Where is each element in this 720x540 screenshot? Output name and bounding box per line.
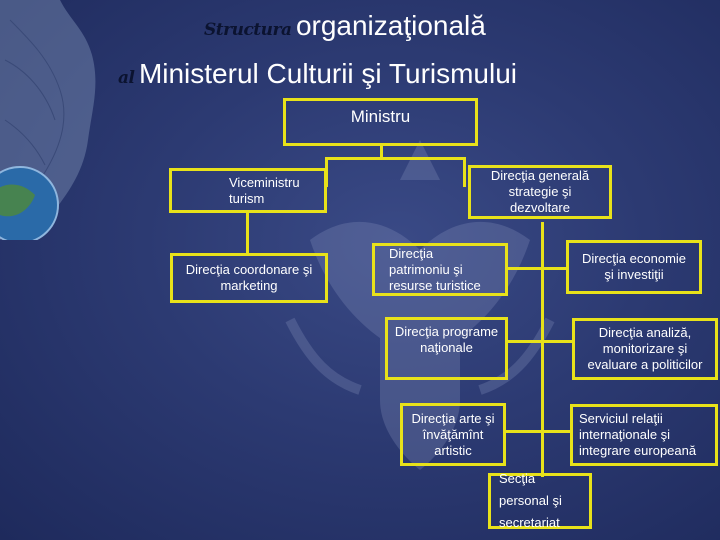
- box-patrimoniu-label: Direcţia patrimoniu şi resurse turistice: [389, 245, 481, 293]
- connector-to-analiza: [542, 340, 574, 343]
- box-economie: Direcţia economie şi investiţii: [566, 240, 702, 294]
- title-line-2: al Ministerul Culturii şi Turismului: [118, 58, 517, 90]
- box-analiza: Direcţia analiză, monitorizare şi evalua…: [572, 318, 718, 380]
- box-relatii: Serviciul relaţii internaţionale şi inte…: [570, 404, 718, 466]
- box-patrimoniu: Direcţia patrimoniu şi resurse turistice: [372, 243, 508, 296]
- page-title: organizaţională: [295, 10, 486, 41]
- title-line-1: Structura organizaţională: [204, 10, 486, 42]
- box-analiza-label: Direcţia analiză, monitorizare şi evalua…: [587, 325, 703, 372]
- box-coordonare-label: Direcţia coordonare şi marketing: [185, 262, 313, 293]
- box-ministru-label: Ministru: [350, 107, 411, 126]
- connector-to-directia-generala: [463, 157, 466, 187]
- map-decoration: [0, 0, 96, 240]
- box-directia-generala-label: Direcţia generală strategie şi dezvoltar…: [490, 168, 590, 215]
- box-programe: Direcţia programe naţionale: [385, 317, 508, 380]
- connector-ministru-vertical: [380, 144, 383, 159]
- connector-viceministru-down: [246, 212, 249, 255]
- connector-to-economie: [542, 267, 568, 270]
- page-subtitle: Ministerul Culturii şi Turismului: [138, 58, 518, 89]
- box-relatii-label: Serviciul relaţii internaţionale şi inte…: [579, 411, 697, 458]
- title-conjunction: al: [118, 68, 135, 88]
- connector-to-patrimoniu: [506, 267, 542, 270]
- box-personal: Secţia personal şi secretariat: [488, 471, 592, 530]
- box-ministru: Ministru: [283, 98, 478, 146]
- box-arte: Direcţia arte şi învăţămînt artistic: [400, 403, 506, 466]
- box-viceministru: Viceministru turism: [169, 168, 327, 213]
- connector-to-programe: [506, 340, 542, 343]
- connector-to-arte: [504, 430, 542, 433]
- box-viceministru-label: Viceministru turism: [229, 174, 300, 206]
- box-programe-label: Direcţia programe naţionale: [394, 324, 499, 355]
- box-personal-label: Secţia personal şi secretariat: [499, 471, 562, 530]
- box-directia-generala: Direcţia generală strategie şi dezvoltar…: [468, 165, 612, 219]
- box-economie-label: Direcţia economie şi investiţii: [581, 251, 687, 282]
- connector-top-horizontal: [325, 157, 465, 160]
- title-prefix: Structura: [204, 20, 292, 40]
- box-coordonare: Direcţia coordonare şi marketing: [170, 253, 328, 303]
- connector-main-vertical: [541, 222, 544, 477]
- box-arte-label: Direcţia arte şi învăţămînt artistic: [411, 410, 495, 458]
- connector-to-relatii: [542, 430, 572, 433]
